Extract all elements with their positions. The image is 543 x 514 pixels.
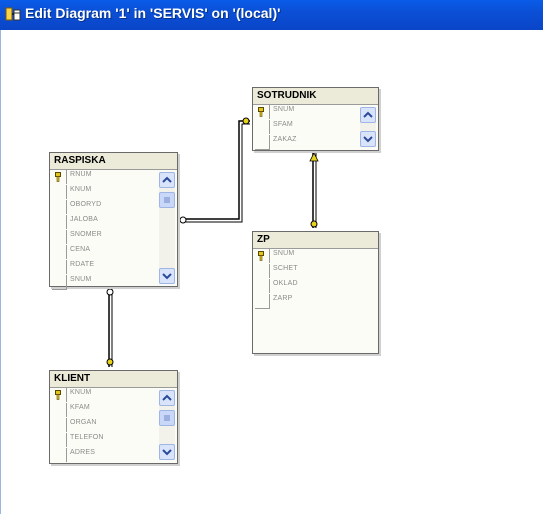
column-name: ZAKAZ <box>273 136 297 143</box>
scroll-up-button[interactable] <box>360 107 376 123</box>
column-row[interactable]: SNUM <box>50 275 177 290</box>
column-name: KNUM <box>70 186 92 193</box>
column-row[interactable]: RNUM <box>50 170 177 185</box>
column-name: SNUM <box>273 106 295 113</box>
vertical-scrollbar[interactable] <box>159 172 175 284</box>
column-row[interactable]: JALOBA <box>50 215 177 230</box>
table-zp[interactable]: ZP SNUM SCHET OKLAD ZARP <box>252 231 379 354</box>
primary-key-icon <box>258 107 264 117</box>
column-name: OBORYD <box>70 201 102 208</box>
column-row[interactable]: OKLAD <box>253 279 378 294</box>
column-row[interactable]: CENA <box>50 245 177 260</box>
primary-key-icon <box>258 251 264 261</box>
column-row[interactable]: KNUM <box>50 388 177 403</box>
column-name: SNUM <box>70 276 92 283</box>
column-name: SNUM <box>273 250 295 257</box>
title-bar[interactable]: Edit Diagram '1' in 'SERVIS' on '(local)… <box>0 0 543 30</box>
table-raspiska[interactable]: RASPISKA RNUM KNUM OBORYD JALOBA SNOMER … <box>49 152 178 290</box>
chevron-up-icon <box>162 394 172 401</box>
column-name: ZARP <box>273 295 293 302</box>
relation-raspiska-sotrudnik[interactable] <box>179 117 250 224</box>
column-name: KNUM <box>70 389 92 396</box>
column-name: RNUM <box>70 171 92 178</box>
column-name: OKLAD <box>273 280 298 287</box>
scroll-down-button[interactable] <box>360 131 376 147</box>
column-row[interactable]: ZARP <box>253 294 378 309</box>
column-name: ORGAN <box>70 419 97 426</box>
diagram-window-icon <box>5 7 21 21</box>
many-end-icon <box>106 288 114 296</box>
scroll-thumb[interactable] <box>159 192 175 208</box>
table-title: SOTRUDNIK <box>253 88 378 105</box>
scroll-thumb[interactable] <box>159 410 175 426</box>
vertical-scrollbar[interactable] <box>360 107 376 147</box>
chevron-down-icon <box>162 273 172 280</box>
scroll-down-button[interactable] <box>159 444 175 460</box>
column-row[interactable]: SFAM <box>253 120 378 135</box>
column-name: SFAM <box>273 121 293 128</box>
chevron-down-icon <box>363 136 373 143</box>
table-title: RASPISKA <box>50 153 177 170</box>
grip-icon <box>164 415 170 421</box>
column-name: ADRES <box>70 449 96 456</box>
key-end-icon <box>242 117 250 125</box>
many-end-icon <box>179 216 187 224</box>
table-sotrudnik[interactable]: SOTRUDNIK SNUM SFAM ZAKAZ <box>252 87 379 151</box>
column-row[interactable]: ORGAN <box>50 418 177 433</box>
table-klient[interactable]: KLIENT KNUM KFAM ORGAN TELEFON ADRES <box>49 370 178 464</box>
column-name: SNOMER <box>70 231 102 238</box>
relation-sotrudnik-zp[interactable] <box>309 152 319 228</box>
column-row[interactable]: KFAM <box>50 403 177 418</box>
table-title: ZP <box>253 232 378 249</box>
column-name: TELEFON <box>70 434 104 441</box>
column-row[interactable]: TELEFON <box>50 433 177 448</box>
column-name: KFAM <box>70 404 90 411</box>
scroll-up-button[interactable] <box>159 172 175 188</box>
column-row[interactable]: SNOMER <box>50 230 177 245</box>
key-end-icon <box>106 358 114 366</box>
column-row[interactable]: RDATE <box>50 260 177 275</box>
key-end-icon <box>309 152 319 162</box>
primary-key-icon <box>55 390 61 400</box>
table-title: KLIENT <box>50 371 177 388</box>
column-row[interactable]: SNUM <box>253 249 378 264</box>
column-row[interactable]: SNUM <box>253 105 378 120</box>
column-row[interactable]: OBORYD <box>50 200 177 215</box>
column-row[interactable]: KNUM <box>50 185 177 200</box>
vertical-scrollbar[interactable] <box>159 390 175 460</box>
chevron-up-icon <box>363 111 373 118</box>
column-row[interactable]: ZAKAZ <box>253 135 378 150</box>
window-title: Edit Diagram '1' in 'SERVIS' on '(local)… <box>25 5 281 21</box>
column-row[interactable]: ADRES <box>50 448 177 463</box>
scroll-up-button[interactable] <box>159 390 175 406</box>
column-row[interactable]: SCHET <box>253 264 378 279</box>
key-end-icon <box>310 220 318 228</box>
column-name: SCHET <box>273 265 298 272</box>
scroll-down-button[interactable] <box>159 268 175 284</box>
relation-raspiska-klient[interactable] <box>106 287 114 367</box>
chevron-down-icon <box>162 449 172 456</box>
column-name: JALOBA <box>70 216 99 223</box>
primary-key-icon <box>55 172 61 182</box>
column-name: RDATE <box>70 261 95 268</box>
grip-icon <box>164 197 170 203</box>
chevron-up-icon <box>162 176 172 183</box>
column-name: CENA <box>70 246 91 253</box>
